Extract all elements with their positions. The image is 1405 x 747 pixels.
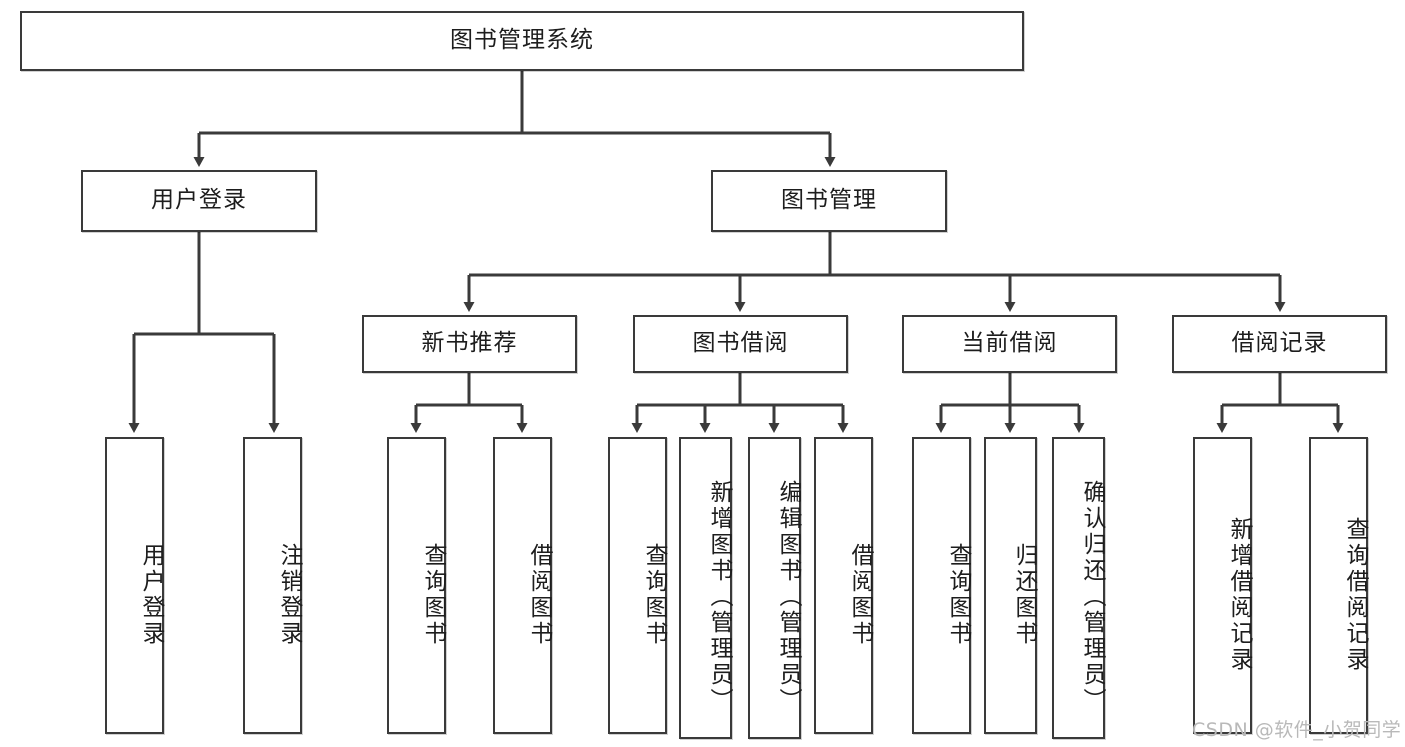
node-current-borrow[interactable]: 当前借阅 (902, 315, 1117, 373)
leaf-book-borrow-query-book[interactable]: 查询图书 (608, 437, 667, 734)
node-label: 新增借阅记录 (1226, 516, 1252, 673)
node-label: 借阅图书 (847, 542, 873, 647)
leaf-user-login-logout[interactable]: 注销登录 (243, 437, 302, 734)
node-label: 归还图书 (1011, 542, 1037, 647)
node-label: 借阅图书 (526, 542, 552, 647)
node-label: 图书管理 (781, 187, 877, 214)
leaf-current-borrow-return-book[interactable]: 归还图书 (984, 437, 1037, 734)
node-label: 编辑图书（管理员） (775, 480, 801, 714)
leaf-current-borrow-confirm-return-admin[interactable]: 确认归还（管理员） (1052, 437, 1105, 739)
leaf-book-borrow-add-book-admin[interactable]: 新增图书（管理员） (679, 437, 732, 739)
node-book-management[interactable]: 图书管理 (711, 170, 947, 232)
leaf-user-login-login[interactable]: 用户登录 (105, 437, 164, 734)
node-label: 查询图书 (641, 542, 667, 647)
leaf-current-borrow-query-book[interactable]: 查询图书 (912, 437, 971, 734)
node-label: 当前借阅 (961, 330, 1058, 357)
node-book-borrow[interactable]: 图书借阅 (633, 315, 848, 373)
node-label: 查询图书 (945, 542, 971, 647)
node-label: 新增图书（管理员） (706, 480, 732, 714)
node-borrow-record[interactable]: 借阅记录 (1172, 315, 1387, 373)
node-label: 查询借阅记录 (1342, 516, 1368, 673)
node-root-book-management-system[interactable]: 图书管理系统 (20, 11, 1024, 71)
csdn-watermark: CSDN @软件_小贺同学 (1192, 719, 1402, 741)
node-label: 借阅记录 (1231, 330, 1328, 357)
leaf-book-borrow-borrow-book[interactable]: 借阅图书 (814, 437, 873, 734)
node-label: 注销登录 (276, 542, 302, 647)
leaf-new-book-borrow-book[interactable]: 借阅图书 (493, 437, 552, 734)
node-label: 用户登录 (151, 187, 247, 214)
node-label: 用户登录 (138, 542, 164, 647)
leaf-borrow-record-query-record[interactable]: 查询借阅记录 (1309, 437, 1368, 734)
node-label: 图书借阅 (692, 330, 789, 357)
node-label: 新书推荐 (421, 330, 518, 357)
node-label: 查询图书 (420, 542, 446, 647)
node-label: 图书管理系统 (450, 27, 594, 54)
leaf-book-borrow-edit-book-admin[interactable]: 编辑图书（管理员） (748, 437, 801, 739)
leaf-borrow-record-add-record[interactable]: 新增借阅记录 (1193, 437, 1252, 734)
node-new-book-recommend[interactable]: 新书推荐 (362, 315, 577, 373)
node-user-login[interactable]: 用户登录 (81, 170, 317, 232)
leaf-new-book-query-book[interactable]: 查询图书 (387, 437, 446, 734)
node-label: 确认归还（管理员） (1079, 480, 1105, 714)
